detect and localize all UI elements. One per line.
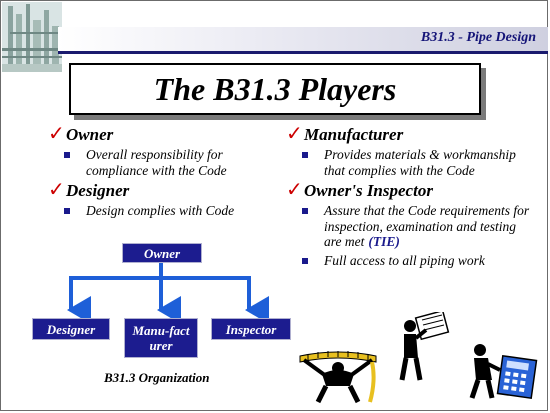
sub-bullet-text: Design complies with Code (86, 203, 235, 218)
slide-title: The B31.3 Players (153, 70, 397, 107)
left-bullet-column: ✓ Owner Overall responsibility for compl… (48, 121, 280, 222)
org-box-inspector: Inspector (211, 318, 291, 340)
header-band (58, 27, 548, 51)
slide-title-box: The B31.3 Players (69, 63, 481, 115)
inspector-clipboard-figure-icon (399, 312, 450, 381)
sub-bullet-text: Full access to all piping work (324, 252, 485, 268)
sub-bullet-text: Assure that the Code requirements for in… (324, 203, 530, 249)
square-bullet-icon (64, 208, 70, 214)
bullet-heading: Owner (66, 125, 114, 144)
checkmark-icon: ✓ (48, 177, 65, 201)
calculator-figure-icon (469, 344, 538, 400)
checkmark-icon: ✓ (286, 121, 303, 145)
sub-bullet-manufacturer: Provides materials & workmanship that co… (302, 147, 536, 178)
bullet-manufacturer: ✓ Manufacturer (286, 121, 536, 145)
square-bullet-icon (64, 152, 70, 158)
header-rule (58, 51, 548, 54)
square-bullet-icon (302, 208, 308, 214)
square-bullet-icon (302, 257, 308, 264)
checkmark-icon: ✓ (48, 121, 65, 145)
org-box-owner: Owner (122, 243, 202, 263)
refinery-logo-icon (2, 2, 62, 72)
sub-bullet-designer: Design complies with Code (64, 203, 280, 219)
sub-bullet-text: Overall responsibility for compliance wi… (86, 147, 227, 178)
tie-label: (TIE) (368, 234, 400, 249)
measuring-tape-figure-icon (299, 351, 377, 404)
org-box-manufacturer: Manu-facturer (124, 318, 198, 358)
org-chart-caption: B31.3 Organization (104, 370, 210, 385)
org-box-manufacturer-label: Manu-facturer (132, 323, 190, 353)
bullet-designer: ✓ Designer (48, 177, 280, 201)
sub-bullet-owner: Overall responsibility for compliance wi… (64, 147, 280, 178)
bullet-heading: Designer (66, 181, 130, 200)
bullet-owner: ✓ Owner (48, 121, 280, 145)
header-title: B31.3 - Pipe Design (420, 30, 536, 45)
right-bullet-column: ✓ Manufacturer Provides materials & work… (286, 121, 536, 271)
sub-bullet-inspector-assure: Assure that the Code requirements for in… (302, 203, 536, 250)
bullet-heading: Manufacturer (304, 125, 404, 144)
checkmark-icon: ✓ (286, 177, 303, 201)
org-box-designer: Designer (32, 318, 110, 340)
sub-bullet-inspector-access: Full access to all piping work (302, 252, 536, 269)
bullet-heading: Owner's Inspector (304, 181, 433, 200)
square-bullet-icon (302, 152, 308, 158)
bullet-owners-inspector: ✓ Owner's Inspector (286, 177, 536, 201)
sub-bullet-text: Provides materials & workmanship that co… (324, 147, 516, 178)
